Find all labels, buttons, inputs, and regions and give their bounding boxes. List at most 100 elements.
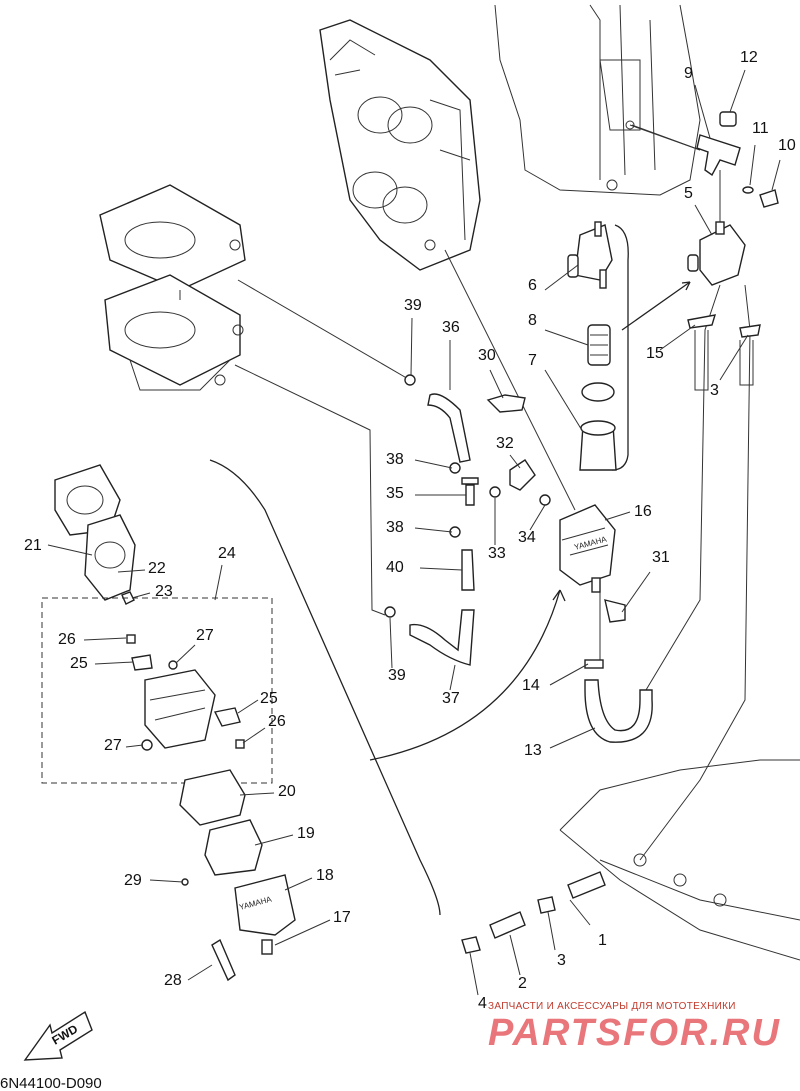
- callout-number-25: 25: [260, 690, 278, 707]
- fuel-filter-group: [567, 221, 691, 471]
- callout-number-3: 3: [710, 382, 719, 399]
- callout-leader-38: [414, 527, 453, 533]
- callout-number-33: 33: [488, 545, 506, 562]
- callout-number-2: 2: [518, 975, 527, 992]
- callout-number-27: 27: [196, 627, 214, 644]
- callout-number-12: 12: [740, 49, 758, 66]
- callout-number-18: 18: [316, 867, 334, 884]
- callout-leader-25: [237, 699, 259, 714]
- diaphragm-pump-group: [41, 464, 296, 982]
- callout-leader-6: [544, 264, 579, 291]
- callout-number-40: 40: [386, 559, 404, 576]
- callout-leader-9: [694, 84, 711, 139]
- watermark-tagline: ЗАПЧАСТИ И АКСЕССУАРЫ ДЛЯ МОТОТЕХНИКИ: [488, 1001, 736, 1012]
- callout-number-3: 3: [557, 952, 566, 969]
- forward-direction-arrow: FWD: [23, 1010, 93, 1061]
- hoses-and-fittings: [384, 374, 551, 666]
- callout-leader-8: [544, 329, 589, 346]
- callout-labels: 1233456789101112131415161718192021222324…: [24, 49, 796, 1012]
- callout-leader-23: [131, 592, 151, 599]
- callout-leader-20: [239, 792, 275, 796]
- callout-leader-37: [449, 664, 456, 691]
- callout-leader-5: [694, 204, 713, 236]
- callout-number-24: 24: [218, 545, 236, 562]
- callout-number-21: 21: [24, 537, 42, 554]
- callout-number-37: 37: [442, 690, 460, 707]
- callout-leader-29: [149, 879, 184, 883]
- callout-number-31: 31: [652, 549, 670, 566]
- callout-leader-13: [549, 727, 596, 749]
- callout-number-6: 6: [528, 277, 537, 294]
- callout-number-36: 36: [442, 319, 460, 336]
- callout-number-35: 35: [386, 485, 404, 502]
- callout-number-28: 28: [164, 972, 182, 989]
- callout-number-1: 1: [598, 932, 607, 949]
- callout-number-20: 20: [278, 783, 296, 800]
- callout-leader-18: [284, 877, 313, 891]
- callout-number-4: 4: [478, 995, 487, 1012]
- callout-leader-31: [621, 571, 651, 613]
- callout-leader-11: [749, 144, 756, 186]
- callout-number-26: 26: [268, 713, 286, 730]
- callout-leader-16: [604, 511, 631, 521]
- callout-leader-27: [175, 644, 196, 664]
- callout-leader-30: [489, 369, 504, 399]
- callout-leader-40: [419, 567, 463, 571]
- callout-number-25: 25: [70, 655, 88, 672]
- callout-leader-25: [94, 661, 134, 665]
- callout-leader-34: [529, 504, 546, 531]
- callout-leader-3: [719, 334, 749, 381]
- callout-number-8: 8: [528, 312, 537, 329]
- section-curve: [209, 459, 441, 916]
- callout-number-32: 32: [496, 435, 514, 452]
- callout-leader-27: [125, 744, 144, 748]
- callout-number-30: 30: [478, 347, 496, 364]
- callout-number-29: 29: [124, 872, 142, 889]
- callout-leader-15: [659, 324, 696, 351]
- carburetor-illustration: [99, 184, 246, 391]
- callout-number-16: 16: [634, 503, 652, 520]
- callout-number-22: 22: [148, 560, 166, 577]
- callout-number-17: 17: [333, 909, 351, 926]
- callout-number-26: 26: [58, 631, 76, 648]
- callout-leader-7: [544, 369, 584, 433]
- callout-number-38: 38: [386, 519, 404, 536]
- callout-leader-14: [549, 663, 589, 686]
- callout-leader-24: [214, 564, 223, 601]
- engine-block-illustration: [494, 4, 701, 196]
- callout-leader-19: [254, 834, 294, 846]
- callout-number-15: 15: [646, 345, 664, 362]
- cylinder-head-illustration: [319, 19, 481, 271]
- callout-leader-32: [509, 454, 521, 469]
- callout-leader-3: [547, 911, 556, 951]
- callout-leader-26: [242, 727, 266, 744]
- callout-number-39: 39: [388, 667, 406, 684]
- callout-number-10: 10: [778, 137, 796, 154]
- callout-leader-39: [410, 317, 413, 376]
- callout-leader-10: [771, 159, 781, 191]
- callout-leader-2: [509, 934, 521, 976]
- leader-lines: [234, 124, 751, 861]
- callout-number-5: 5: [684, 185, 693, 202]
- callout-leader-21: [47, 544, 93, 556]
- callout-leader-4: [469, 952, 479, 996]
- callout-number-38: 38: [386, 451, 404, 468]
- callout-number-11: 11: [752, 120, 769, 137]
- callout-leader-39: [389, 617, 393, 669]
- lower-cowling-and-connector: [461, 759, 800, 961]
- callout-leader-17: [274, 919, 331, 946]
- bracket-and-filter-assembly: [687, 111, 779, 391]
- callout-leader-28: [187, 964, 213, 981]
- callout-number-23: 23: [155, 583, 173, 600]
- watermark-logo: PARTSFOR.RU: [488, 1012, 781, 1054]
- callout-number-39: 39: [404, 297, 422, 314]
- callout-number-7: 7: [528, 352, 537, 369]
- callout-leader-12: [729, 69, 746, 113]
- callout-number-27: 27: [104, 737, 122, 754]
- callout-leader-26: [83, 637, 127, 641]
- callout-number-14: 14: [522, 677, 540, 694]
- callout-number-19: 19: [297, 825, 315, 842]
- callout-leader-22: [117, 569, 146, 573]
- callout-leader-38: [414, 459, 453, 469]
